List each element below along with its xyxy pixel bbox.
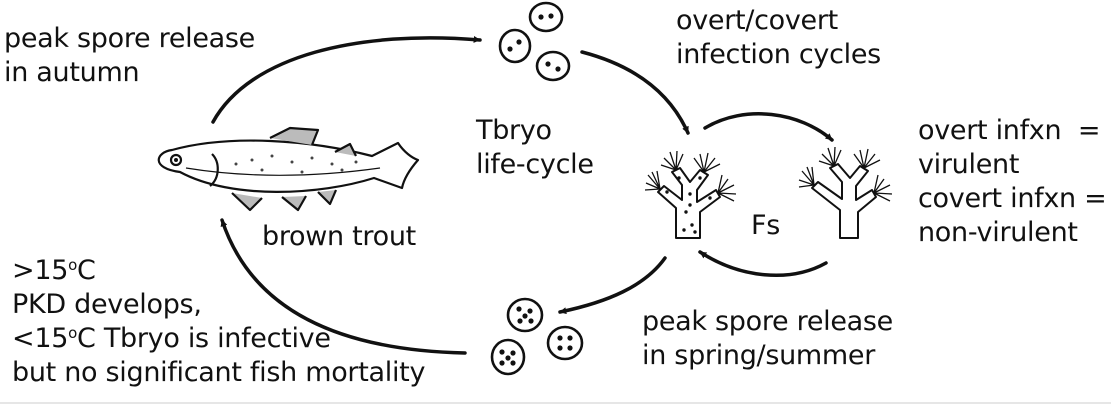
spore-icon	[546, 325, 584, 361]
label-lifecycle: Tbryo life-cycle	[476, 115, 594, 180]
spore-icon	[535, 50, 571, 82]
label-bryozoan: Fs	[751, 210, 780, 241]
spore-icon	[528, 1, 564, 33]
arrow-fish-to-spores-top	[211, 35, 482, 124]
arrow-infection-cycle-bottom	[698, 250, 828, 278]
label-peak-autumn: peak spore release in autumn	[4, 23, 255, 88]
spore-icon	[498, 28, 532, 64]
spore-cluster-top	[498, 1, 571, 82]
arrow-bryozoan-to-spores-bottom	[558, 256, 667, 315]
bryozoan-clear-icon	[798, 146, 893, 239]
label-infection-cycles: overt/covert infection cycles	[676, 5, 881, 70]
arrow-infection-cycle-top	[703, 112, 834, 142]
label-temperature: >15oC PKD develops, <15oC Tbryo is infec…	[12, 255, 426, 388]
arrow-spores-to-fish-bottom	[220, 218, 467, 355]
label-virulence: overt infxn = virulent covert infxn = no…	[918, 115, 1107, 248]
label-peak-spring: peak spore release in spring/summer	[642, 306, 893, 371]
bryozoan-infected-icon	[644, 150, 737, 239]
label-brown-trout: brown trout	[262, 221, 416, 252]
brown-trout-icon	[157, 126, 420, 212]
arrow-spores-to-bryozoan	[580, 50, 690, 135]
spore-cluster-bottom	[490, 297, 584, 376]
